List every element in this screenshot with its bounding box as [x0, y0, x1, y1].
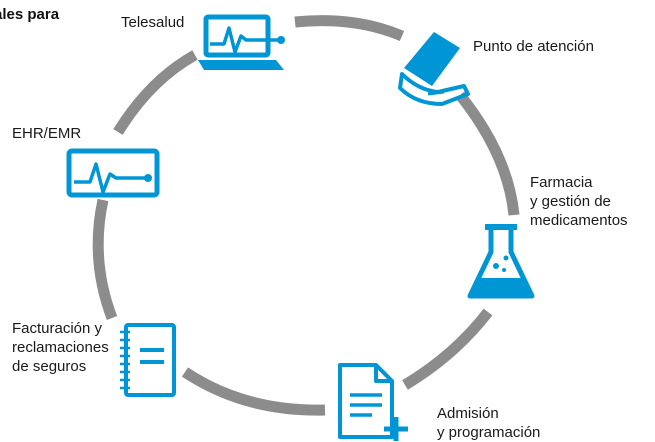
notepad-icon [120, 323, 176, 397]
document-plus-icon [338, 363, 408, 441]
ring-segment-telesalud-punto [294, 15, 405, 42]
node-label-admision: Admisión y programación [437, 405, 541, 441]
ring-segment-farmacia-admision [402, 308, 493, 390]
node-label-farmacia: Farmacia y gestión de medicamentos [530, 174, 628, 229]
ring-segment-admision-facturacion [181, 367, 326, 416]
page-heading: ales para [0, 6, 60, 23]
ring-segment-punto-farmacia [455, 91, 520, 216]
node-label-telesalud: Telesalud [121, 14, 185, 31]
node-label-punto-de-atencion: Punto de atención [473, 38, 594, 55]
ring-segment-facturacion-ehr [92, 198, 118, 320]
monitor-ekg-icon [66, 148, 160, 198]
node-label-ehr-emr: EHR/EMR [12, 125, 82, 142]
tablet-in-hand-icon [398, 32, 470, 106]
node-label-facturacion: Facturación y reclamaciones de seguros [12, 320, 109, 375]
ring-segment-ehr-telesalud [113, 50, 198, 135]
laptop-ekg-icon [198, 14, 285, 70]
lab-flask-icon [467, 224, 535, 299]
